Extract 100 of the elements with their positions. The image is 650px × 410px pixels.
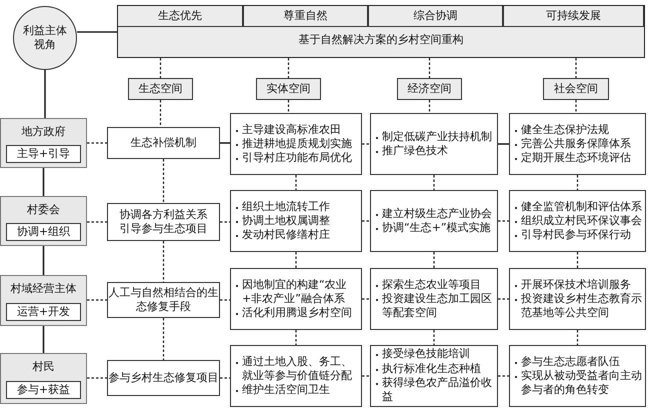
- bullet-text: 获得绿色农产品溢价收益: [375, 376, 494, 405]
- dashed-connector: [87, 377, 107, 379]
- stakeholder-box: [0, 275, 87, 326]
- box-text: 综合协调: [414, 8, 458, 24]
- box-text: 经济空间: [408, 82, 452, 96]
- measure-box: [230, 345, 362, 407]
- bullet-text: 执行标准化生态种植: [375, 362, 494, 376]
- bullet-text: 推进耕地提质规划实施: [235, 136, 358, 152]
- dashed-connector: [87, 142, 107, 144]
- box-text: 尊重自然: [284, 8, 328, 24]
- principle-cell: [243, 6, 368, 27]
- dashed-connector: [575, 58, 577, 78]
- role-label: [6, 381, 81, 399]
- box-text: 协调+组织: [16, 224, 70, 240]
- connector-line: [44, 70, 46, 118]
- dashed-connector: [362, 143, 370, 145]
- measure-box: [230, 113, 362, 175]
- role-label: [6, 223, 81, 241]
- bullet-text: 推广绿色技术: [375, 144, 494, 158]
- column-header: [543, 78, 609, 100]
- dashed-connector: [160, 100, 162, 127]
- bullet-text: 发动村民修缮村庄: [235, 228, 358, 242]
- dashed-connector: [162, 241, 164, 282]
- column-header: [397, 78, 462, 100]
- column-header: [128, 78, 193, 100]
- bullet-text: 开展环保技术培训服务: [514, 278, 642, 292]
- box-text: 生态空间: [138, 82, 182, 96]
- bullet-text: 投资建设乡村生态教育示范基地等公共空间: [514, 292, 642, 320]
- column-header: [256, 78, 321, 100]
- bullet-text: 协调土地权属调整: [235, 214, 358, 228]
- stakeholder-box: [0, 118, 87, 168]
- dashed-connector: [428, 100, 430, 113]
- measure-box: [230, 190, 362, 252]
- bullet-text: 健全生态保护法规: [514, 122, 642, 137]
- measure-box: [107, 203, 220, 241]
- dashed-connector: [362, 375, 370, 377]
- dashed-connector: [295, 175, 297, 190]
- role-label: [6, 145, 81, 163]
- bullet-text: 组织土地流转工作: [235, 200, 358, 214]
- dashed-connector: [87, 299, 107, 301]
- dashed-connector: [576, 175, 578, 190]
- bullet-text: 主导建设高标准农田: [235, 122, 358, 137]
- bullet-text: 通过土地入股、务工、就业等参与价值链分配: [235, 354, 358, 384]
- bullet-text: 建立村级生态产业协会: [375, 206, 494, 221]
- bullet-text: 参与生态志愿者队伍: [514, 354, 642, 369]
- measure-box: [509, 345, 646, 407]
- box-text: 可持续发展: [546, 8, 601, 24]
- connector-line: [498, 143, 509, 145]
- dashed-connector: [220, 221, 230, 223]
- dashed-connector: [87, 221, 107, 223]
- dashed-connector: [498, 220, 509, 222]
- principle-cell: [118, 6, 243, 27]
- connector-line: [42, 246, 44, 275]
- bullet-text: 协调“生态+”模式实施: [375, 221, 494, 236]
- dashed-connector: [433, 175, 435, 190]
- box-text: 引导参与生态项目: [120, 222, 208, 236]
- box-text: 利益主体视角: [22, 24, 68, 52]
- dashed-connector: [288, 58, 290, 78]
- box-text: 参与乡村生态修复项目: [108, 370, 218, 386]
- framework-table: [117, 5, 645, 58]
- role-label: [6, 303, 81, 321]
- dashed-connector: [362, 298, 370, 300]
- box-text: 地方政府: [20, 125, 66, 140]
- dashed-connector: [160, 58, 162, 78]
- box-text: 人工与自然相结合的生态修复手段: [108, 286, 219, 314]
- bullet-text: 引导村民参与环保行动: [514, 228, 642, 242]
- dashed-connector: [220, 377, 230, 379]
- bullet-text: 接受绿色技能培训: [375, 347, 494, 362]
- bullet-text: 健全监管机制和评估体系: [514, 200, 642, 214]
- bullet-text: 定期开展生态环境评估: [514, 151, 642, 166]
- box-text: 参与+获益: [16, 382, 70, 398]
- measure-box: [370, 345, 498, 407]
- box-text: 村域经营主体: [10, 282, 78, 296]
- measure-box: [107, 127, 220, 159]
- dashed-connector: [428, 58, 430, 78]
- box-text: 主导+引导: [16, 146, 70, 162]
- measure-box: [509, 113, 646, 175]
- measure-box: [107, 360, 220, 396]
- bullet-text: 实现从被动受益者向主动参与者的角色转变: [514, 368, 642, 398]
- bullet-text: 组织成立村民环保议事会: [514, 214, 642, 228]
- box-text: 村民: [32, 360, 56, 374]
- dashed-connector: [498, 298, 509, 300]
- dashed-connector: [498, 375, 509, 377]
- dashed-connector: [288, 100, 290, 113]
- measure-box: [509, 190, 646, 252]
- dashed-connector: [162, 159, 164, 203]
- box-text: 村委会: [26, 203, 61, 218]
- dashed-connector: [295, 252, 297, 268]
- dashed-connector: [220, 299, 230, 301]
- dashed-connector: [433, 252, 435, 268]
- box-text: 基于自然解决方案的乡村空间重构: [298, 33, 464, 48]
- stakeholder-box: [0, 353, 87, 404]
- bullet-text: 因地制宜的构建“农业+非农产业”融合体系: [235, 278, 358, 306]
- dashed-connector: [433, 330, 435, 345]
- dashed-connector: [576, 252, 578, 268]
- measure-box: [509, 268, 646, 330]
- measure-box: [370, 190, 498, 252]
- bullet-text: 完善公共服务保障体系: [514, 136, 642, 152]
- principle-cell: [503, 6, 644, 27]
- dashed-connector: [576, 330, 578, 345]
